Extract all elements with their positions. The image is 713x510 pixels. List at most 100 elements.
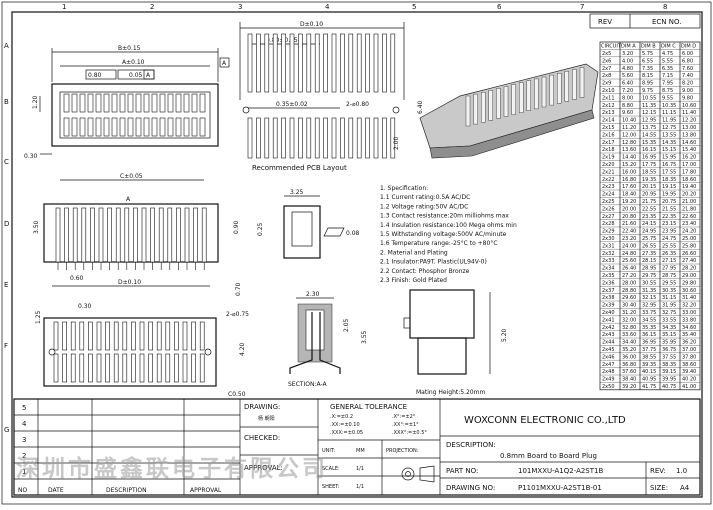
table-cell: 29.60 <box>622 295 636 301</box>
table-cell: 2x49 <box>602 377 615 383</box>
contact-pin <box>158 207 164 263</box>
table-cell: 14.40 <box>622 155 636 161</box>
table-cell: 33.00 <box>682 310 696 316</box>
table-cell: 27.95 <box>662 266 676 272</box>
table-cell: 24.75 <box>662 236 676 242</box>
spec-line: 2.1 Insulator:PA9T. Plastic(UL94V-0) <box>380 259 487 266</box>
table-cell: 36.00 <box>622 354 636 360</box>
locating-hole <box>48 348 56 356</box>
table-cell: 2x30 <box>602 236 615 242</box>
table-cell: 7.40 <box>682 73 693 79</box>
inner-frame <box>11 11 703 498</box>
rev-label: REV: <box>650 467 666 475</box>
contact-pin <box>79 93 86 113</box>
table-cell: 2x25 <box>602 199 615 205</box>
pcb-pad <box>314 117 320 159</box>
pcb-pad <box>365 117 370 159</box>
table-cell: 15.35 <box>642 140 656 146</box>
pcb-pad <box>340 33 345 93</box>
table-frame <box>599 41 701 391</box>
table-cell: 21.80 <box>682 206 696 212</box>
table-cell: 19.35 <box>642 177 656 183</box>
table-cell: 16.80 <box>622 177 636 183</box>
contact-pin <box>87 93 94 113</box>
row-label: E <box>4 281 8 289</box>
spec-line: 1. Specification: <box>380 185 428 192</box>
table-header: DIM A <box>621 44 636 50</box>
table-cell: 19.95 <box>662 192 676 198</box>
table-cell: 9.75 <box>642 88 653 94</box>
table-cell: 29.75 <box>642 273 656 279</box>
table-cell: 19.15 <box>662 184 676 190</box>
contact-pin <box>87 117 94 137</box>
contact-pin <box>557 72 562 104</box>
pcb-pad <box>348 117 354 159</box>
size-label: SIZE: <box>650 484 668 492</box>
pcb-pad <box>289 33 295 93</box>
row-label: D <box>4 220 9 228</box>
table-cell: 24.00 <box>622 243 636 249</box>
table-cell: 2x22 <box>602 177 615 183</box>
table-cell: 25.75 <box>642 236 656 242</box>
pcb-d-dim: D±0.10 <box>300 21 323 28</box>
table-cell: 32.15 <box>642 295 656 301</box>
tol-x-deg: .X°:=±2° <box>392 414 416 420</box>
projection-label: PROJECTION: <box>386 448 419 454</box>
table-cell: 7.35 <box>642 66 653 72</box>
table-cell: 2x18 <box>602 147 615 153</box>
table-cell: 38.40 <box>622 377 636 383</box>
table-cell: 18.40 <box>622 192 636 198</box>
contact-pin <box>176 207 181 263</box>
contact-pin <box>564 71 569 102</box>
contact-pin <box>131 353 136 383</box>
pcb-layout: D±0.10 0.80±0.05 A 0.35±0.02 2-⌀0.80 6.4… <box>219 21 424 172</box>
table-cell: 11.95 <box>662 118 676 124</box>
table-cell: 12.15 <box>642 110 656 116</box>
table-cell: 39.20 <box>622 384 636 390</box>
contact-pin <box>113 353 119 383</box>
contact-pin <box>127 117 134 137</box>
contact-pin <box>96 353 102 383</box>
table-cell: 14.60 <box>682 140 696 146</box>
table-cell: 20.75 <box>662 199 676 205</box>
row-label: C <box>4 158 9 166</box>
table-cell: 21.60 <box>622 221 636 227</box>
contact-pin <box>159 93 166 113</box>
table-cell: 37.00 <box>682 347 696 353</box>
contact-pin <box>62 353 67 383</box>
table-cell: 3.20 <box>622 51 633 57</box>
contact-pin <box>175 93 182 113</box>
table-cell: 2x36 <box>602 280 615 286</box>
unit-value: MM <box>356 448 365 454</box>
table-cell: 2x50 <box>602 384 615 390</box>
contact-pin <box>165 321 171 351</box>
contact-pin <box>135 117 142 137</box>
table-cell: 24.20 <box>682 229 696 235</box>
table-cell: 23.35 <box>642 214 656 220</box>
section-h1: 2.05 <box>343 318 350 332</box>
pcb-pad <box>390 117 396 159</box>
table-cell: 2x9 <box>602 81 611 87</box>
rev-value: 1.0 <box>676 467 687 475</box>
table-cell: 2x43 <box>602 332 615 338</box>
table-cell: 37.75 <box>642 347 656 353</box>
table-cell: 2x12 <box>602 103 615 109</box>
rev-row-number: 4 <box>22 420 27 428</box>
table-cell: 31.95 <box>662 303 676 309</box>
tol-xx: .XX:=±0.10 <box>330 422 360 428</box>
table-cell: 11.15 <box>662 110 676 116</box>
table-cell: 34.35 <box>662 325 676 331</box>
table-cell: 32.75 <box>662 310 676 316</box>
table-cell: 2x8 <box>602 73 611 79</box>
contact-pin <box>183 117 190 137</box>
contact-pin <box>549 74 554 106</box>
contact-pin <box>156 321 162 351</box>
contact-pin <box>182 321 188 351</box>
specification-list: 1. Specification:1.1 Current rating:0.5A… <box>380 185 517 284</box>
approval-label: APPROVAL: <box>244 464 283 472</box>
contact-pin <box>79 117 86 137</box>
table-cell: 8.80 <box>622 103 633 109</box>
